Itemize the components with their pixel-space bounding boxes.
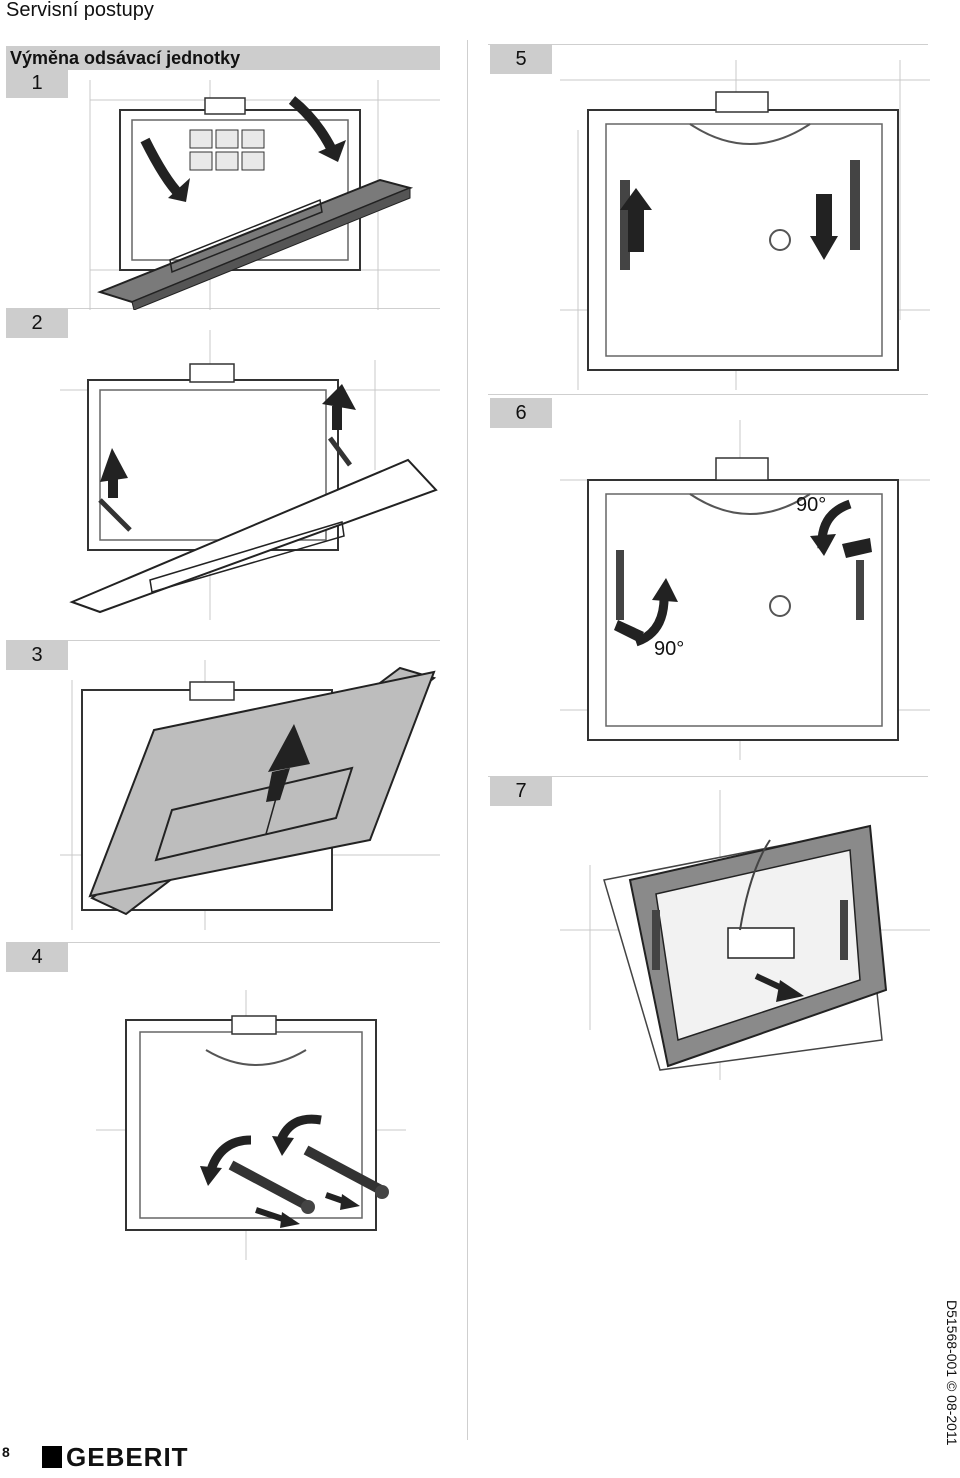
step-3-illustration	[60, 660, 440, 930]
step-1-illustration	[60, 70, 440, 310]
column-divider	[467, 40, 468, 1440]
step-label-6: 6	[490, 398, 552, 428]
step-label-7: 7	[490, 776, 552, 806]
row-divider-right-6	[488, 394, 928, 395]
document-id-text: D51568-001 © 08-2011	[944, 1300, 960, 1446]
page-number: 8	[2, 1444, 10, 1460]
step-label-3: 3	[6, 640, 68, 670]
row-divider-right-5	[488, 44, 928, 45]
geberit-logo: GEBERIT	[42, 1444, 189, 1470]
step-label-4: 4	[6, 942, 68, 972]
angle-label-bottom: 90°	[654, 638, 685, 660]
step-7-illustration	[560, 790, 930, 1080]
row-divider-left-2	[6, 308, 440, 309]
row-divider-left-4	[6, 942, 440, 943]
section-title: Výměna odsávací jednotky	[10, 48, 241, 68]
row-divider-left-3	[6, 640, 440, 641]
section-title-bar	[6, 46, 440, 70]
step-2-illustration	[60, 330, 440, 620]
angle-label-top: 90°	[796, 494, 827, 516]
step-label-2: 2	[6, 308, 68, 338]
step-6-illustration	[560, 420, 930, 760]
step-label-1: 1	[6, 68, 68, 98]
logo-wordmark: GEBERIT	[66, 1442, 189, 1472]
step-4-illustration	[96, 990, 406, 1260]
step-label-5: 5	[490, 44, 552, 74]
logo-square-icon	[42, 1446, 62, 1468]
page-header-title: Servisní postupy	[6, 0, 154, 21]
step-5-illustration	[560, 60, 930, 390]
row-divider-right-7	[488, 776, 928, 777]
document-id: D51568-001 © 08-2011	[944, 1300, 960, 1470]
